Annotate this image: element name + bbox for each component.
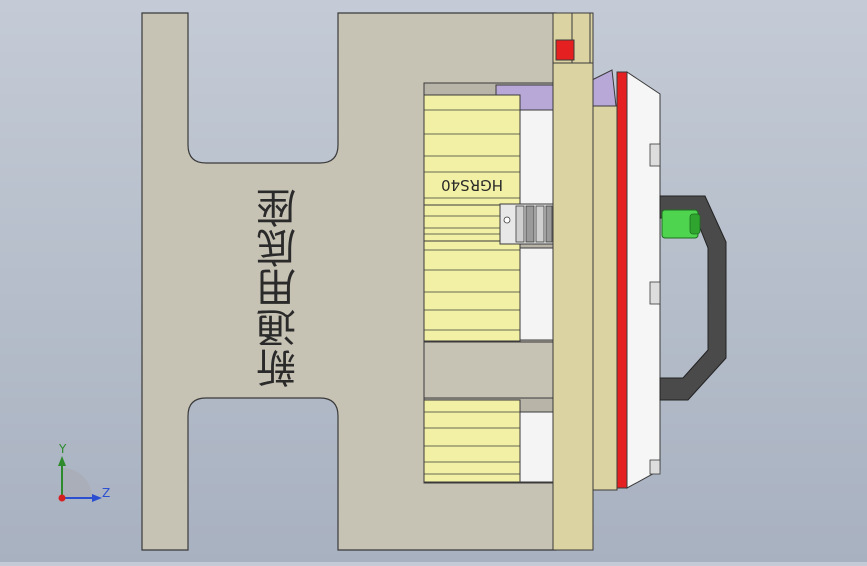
triad-quarter-disc xyxy=(62,468,92,498)
outer-cover[interactable] xyxy=(626,71,661,489)
purple-wedge[interactable] xyxy=(591,69,617,107)
rail-block-bottom[interactable] xyxy=(423,399,521,483)
red-marker[interactable] xyxy=(555,39,575,61)
red-strip[interactable] xyxy=(616,71,628,489)
backing-plate-rear[interactable] xyxy=(592,105,618,491)
roller-cage[interactable] xyxy=(499,203,555,245)
carriage-low[interactable] xyxy=(519,411,555,483)
backing-plate-front[interactable] xyxy=(552,12,594,551)
x-axis-dot-icon xyxy=(58,494,66,502)
rail-block-lower[interactable] xyxy=(423,240,521,342)
rail-block-upper[interactable] xyxy=(423,94,521,206)
carriage-upper[interactable] xyxy=(519,109,555,206)
z-axis-arrow-icon xyxy=(92,494,102,502)
carriage-mid[interactable] xyxy=(519,247,555,341)
window-gap xyxy=(423,341,557,399)
axis-y-label: Y xyxy=(59,442,67,456)
cover-tab-2 xyxy=(649,281,661,305)
green-pin[interactable] xyxy=(661,209,701,239)
axis-triad xyxy=(58,456,102,502)
backing-plate-cap xyxy=(571,12,591,64)
base-label: 新通用底座 xyxy=(257,188,303,388)
part-label: HGRS40 xyxy=(441,176,503,194)
axis-z-label: Z xyxy=(102,486,111,500)
cover-tab-3 xyxy=(649,459,661,475)
y-axis-arrow-icon xyxy=(58,456,66,466)
cover-tab-1 xyxy=(649,143,661,167)
